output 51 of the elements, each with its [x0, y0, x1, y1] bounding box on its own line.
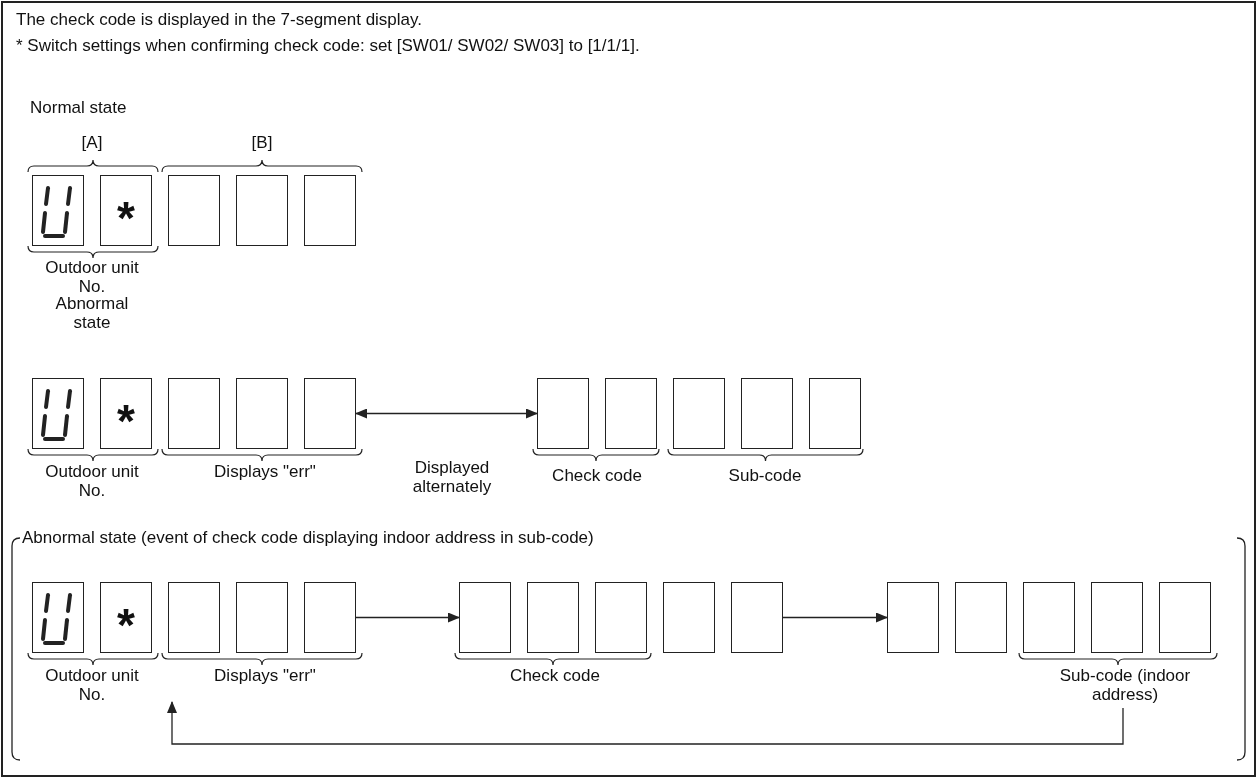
- label-text: Displayed alternately: [411, 458, 493, 496]
- label-text: Check code: [509, 666, 601, 685]
- display-digit: [32, 582, 84, 653]
- blank-digit: [741, 378, 793, 449]
- arrow: [782, 612, 888, 623]
- arrow: [167, 701, 1124, 745]
- display-digit: *: [100, 582, 152, 653]
- label-text: [B]: [250, 133, 274, 152]
- label-text: [A]: [80, 133, 104, 152]
- blank-digit: [809, 378, 861, 449]
- label-text: The check code is displayed in the 7-segment display.: [16, 10, 423, 29]
- label-text: Outdoor unit No.: [44, 462, 140, 500]
- caption-text: Sub-code (indoor address): [1040, 666, 1210, 704]
- blank-digit: [537, 378, 589, 449]
- blank-digit: [1159, 582, 1211, 653]
- display-digit: *: [100, 175, 152, 246]
- arrow: [355, 408, 538, 419]
- blank-digit: [168, 582, 220, 653]
- display-digit: [32, 175, 84, 246]
- blank-digit: [236, 378, 288, 449]
- blank-digit: [168, 378, 220, 449]
- blank-digit: [605, 378, 657, 449]
- blank-digit: [459, 582, 511, 653]
- label-text: Outdoor unit No.: [44, 666, 140, 704]
- display-digit: [32, 378, 84, 449]
- blank-digit: [236, 175, 288, 246]
- blank-digit: [168, 175, 220, 246]
- label-text: Abnormal state (event of check code displaying indoor address in sub-code): [22, 528, 594, 547]
- blank-digit: [527, 582, 579, 653]
- blank-digit: [673, 378, 725, 449]
- blank-digit: [663, 582, 715, 653]
- blank-digit: [887, 582, 939, 653]
- label-text: Sub-code: [727, 466, 803, 485]
- label-text: Normal state: [30, 98, 127, 117]
- label-text: Outdoor unit No.: [44, 258, 140, 296]
- arrow: [355, 612, 460, 623]
- blank-digit: [1023, 582, 1075, 653]
- blank-digit: [304, 378, 356, 449]
- label-text: Abnormal state: [54, 294, 130, 332]
- blank-digit: [595, 582, 647, 653]
- blank-digit: [304, 175, 356, 246]
- blank-digit: [304, 582, 356, 653]
- blank-digit: [731, 582, 783, 653]
- label-text: * Switch settings when confirming check code: set [SW01/ SW02/ SW03] to [1/1/1].: [16, 36, 640, 55]
- blank-digit: [1091, 582, 1143, 653]
- label-text: Displays "err": [213, 666, 317, 685]
- label-text: Check code: [551, 466, 643, 485]
- label-text: Displays "err": [213, 462, 317, 481]
- blank-digit: [236, 582, 288, 653]
- blank-digit: [955, 582, 1007, 653]
- display-digit: *: [100, 378, 152, 449]
